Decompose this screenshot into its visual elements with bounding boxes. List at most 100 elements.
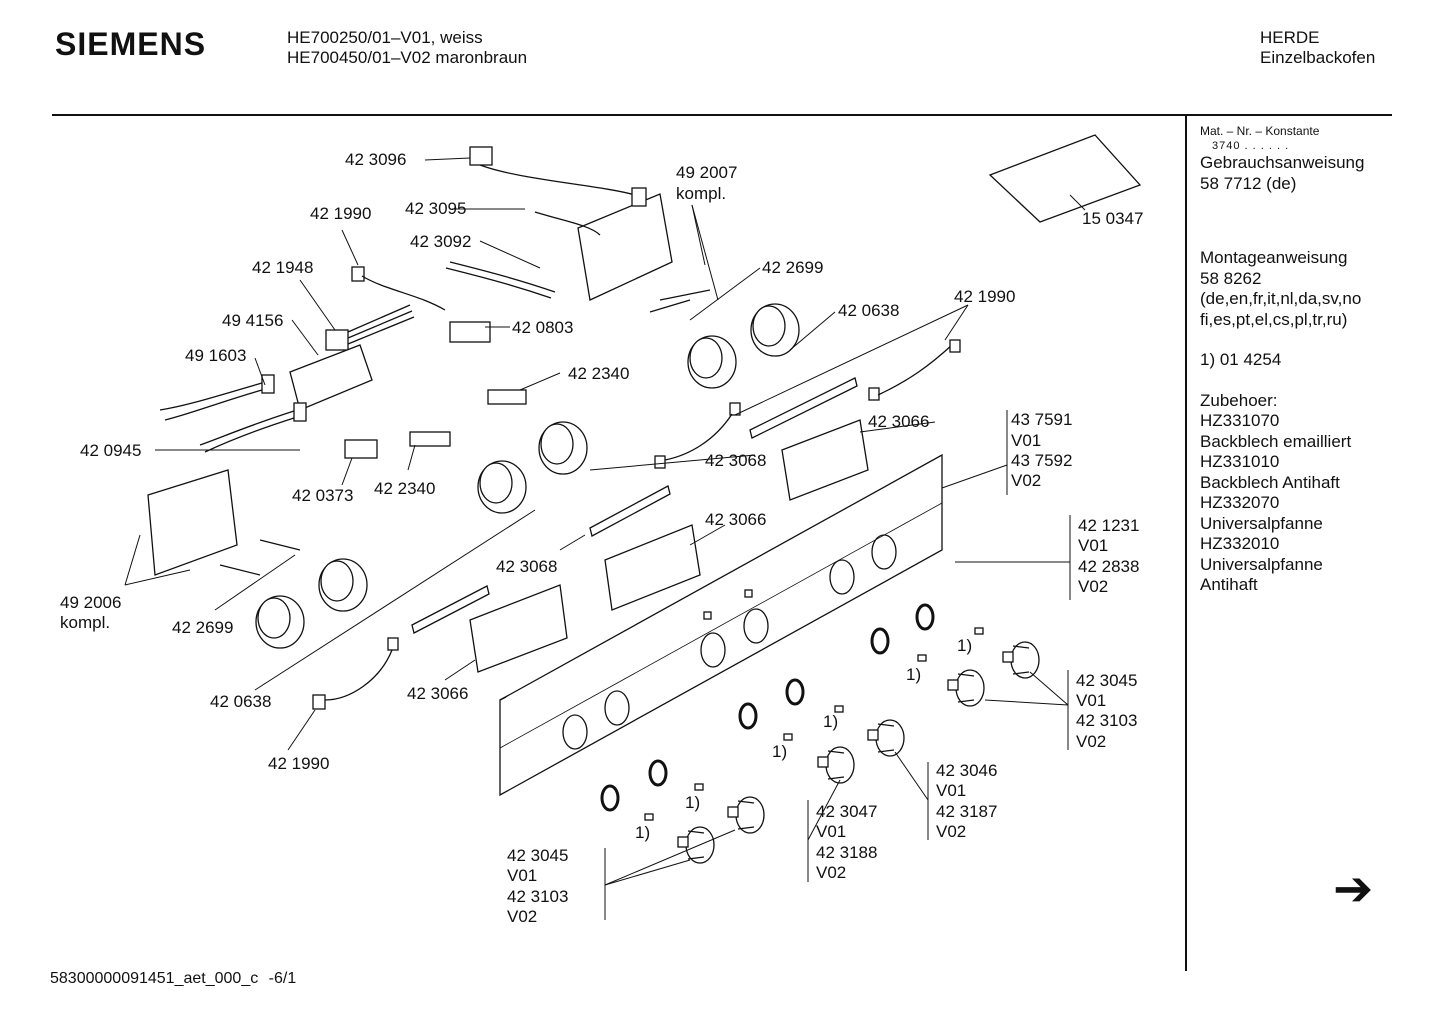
sidebar-divider [1185,116,1187,971]
document-footer: 58300000091451_aet_000_c -6/1 [50,970,296,988]
right-arrow-icon[interactable]: ➔ [1333,863,1374,916]
part-label: 42 3095 [405,199,467,218]
footnote-marker: 1) [957,636,973,655]
part-label: V01 [1076,691,1107,710]
part-label: 42 1948 [252,258,314,277]
install-langs-1: (de,en,fr,it,nl,da,sv,no [1200,289,1362,308]
part-label: V01 [1011,431,1042,450]
footnote-marker: 1) [906,665,922,684]
footnote: 1) 01 4254 [1200,350,1282,369]
part-label: 42 0638 [210,692,272,711]
part-label: 42 1990 [954,287,1016,306]
switch-brackets [469,419,869,673]
part-label: 42 3187 [936,802,998,821]
part-label: 42 3047 [816,802,878,821]
doc-id: 58300000091451_aet_000_c [50,970,259,987]
manual-number: 58 7712 (de) [1200,173,1297,193]
wire-harnesses [159,146,961,710]
part-label: kompl. [60,613,111,632]
part-label: 49 2006 [60,593,122,612]
exploded-parts-diagram [124,134,1142,920]
part-label: 42 3103 [1076,711,1138,730]
accessory-item: HZ332070 [1200,493,1280,512]
model-line-2: HE700450/01–V02 maronbraun [287,48,528,67]
part-label: V02 [816,863,847,882]
category-info: HERDE Einzelbackofen [1260,28,1375,68]
part-label: 15 0347 [1082,209,1144,228]
part-label: 42 3066 [705,510,767,529]
part-label: 49 2007 [676,163,738,182]
knob-bezel-rings [600,603,935,812]
part-label: 42 3045 [1076,671,1138,690]
part-label: 42 3188 [816,843,878,862]
accessory-item: Antihaft [1200,575,1258,594]
part-label: 42 2838 [1078,557,1140,576]
part-label: 43 7592 [1011,451,1073,470]
accessory-item: HZ331010 [1200,452,1280,471]
leader-lines [124,157,1086,920]
control-knobs [677,641,1040,864]
brand-logo: SIEMENS [55,26,207,62]
part-label: 49 4156 [222,311,284,330]
footnote-marker: 1) [823,712,839,731]
screw-packet [988,134,1142,223]
part-label: 43 7591 [1011,410,1073,429]
constant-value: 3740 . . . . . . [1212,140,1290,152]
category-line-1: HERDE [1260,28,1320,47]
part-label: 42 3045 [507,846,569,865]
accessory-item: HZ332010 [1200,534,1280,553]
part-label: 42 3066 [407,684,469,703]
part-label: 42 0945 [80,441,142,460]
install-langs-2: fi,es,pt,el,cs,pl,tr,ru) [1200,309,1348,329]
accessory-item: Universalpfanne [1200,513,1323,533]
part-label: 42 3103 [507,887,569,906]
knob-clips [644,627,984,821]
footnote-marker: 1) [685,793,701,812]
part-label: 42 3066 [868,412,930,431]
model-info: HE700250/01–V01, weiss HE700450/01–V02 m… [287,28,527,68]
accessory-item: HZ331070 [1200,411,1280,430]
install-label: Montageanweisung [1200,248,1348,267]
category-line-2: Einzelbackofen [1260,48,1376,67]
part-label: V01 [936,781,967,800]
light-cups [255,303,800,649]
accessory-item: Backblech emailliert [1200,431,1352,451]
model-line-1: HE700250/01–V01, weiss [287,28,483,47]
part-label: kompl. [676,184,727,203]
part-label: 42 0803 [512,318,574,337]
install-number: 58 8262 [1200,268,1262,288]
part-label: V01 [816,822,847,841]
constant-label: Mat. – Nr. – Konstante [1200,124,1320,138]
contact-strips [411,377,858,634]
part-label: V02 [936,822,967,841]
part-label: 42 3096 [345,150,407,169]
part-label: V02 [1078,577,1109,596]
part-label: V01 [1078,536,1109,555]
part-label: 42 2340 [374,479,436,498]
part-label: 42 1990 [268,754,330,773]
part-label: 42 2699 [762,258,824,277]
part-label: 42 2699 [172,618,234,637]
part-label: 42 3046 [936,761,998,780]
part-label: V02 [1076,732,1107,751]
accessory-item: Universalpfanne [1200,554,1323,574]
control-panel-front [499,453,943,797]
part-label: 42 0638 [838,301,900,320]
controller-modules [147,193,673,576]
part-label: 42 1231 [1078,516,1140,535]
part-label: 42 3068 [705,451,767,470]
footnote-marker: 1) [635,823,651,842]
accessory-item: Backblech Antihaft [1200,472,1340,492]
part-label: 42 3068 [496,557,558,576]
footnote-marker: 1) [772,742,788,761]
accessories-label: Zubehoer: [1200,390,1278,410]
page-number: -6/1 [268,970,297,987]
header-divider [52,114,1392,116]
part-label: 42 2340 [568,364,630,383]
parts-sidebar: Mat. – Nr. – Konstante 3740 . . . . . . … [1200,124,1364,596]
part-label: 42 0373 [292,486,354,505]
part-label: V01 [507,866,538,885]
part-label: V02 [1011,471,1042,490]
manual-label: Gebrauchsanweisung [1200,153,1365,172]
part-label: 49 1603 [185,346,247,365]
